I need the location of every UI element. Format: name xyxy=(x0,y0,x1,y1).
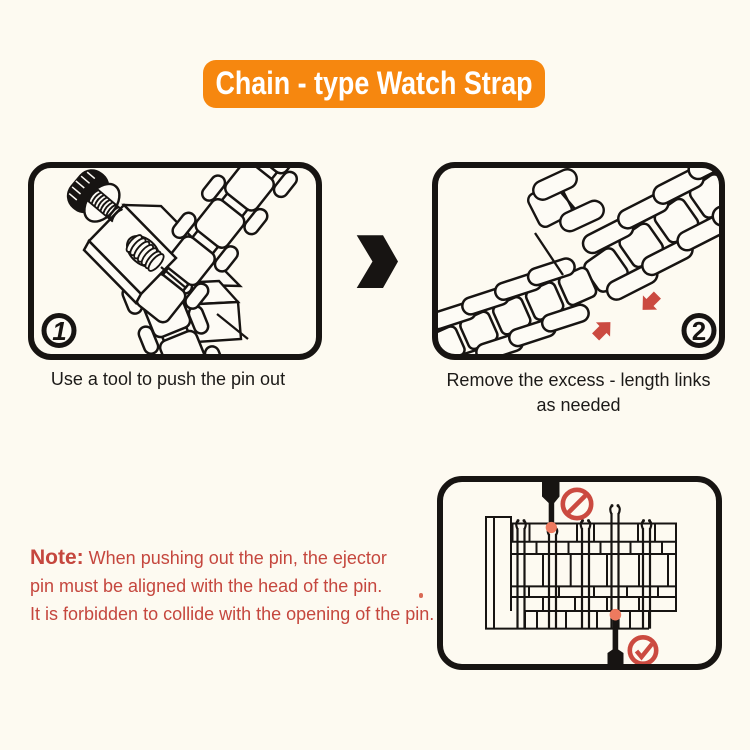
svg-text:2: 2 xyxy=(692,316,706,346)
svg-text:1: 1 xyxy=(52,316,66,346)
